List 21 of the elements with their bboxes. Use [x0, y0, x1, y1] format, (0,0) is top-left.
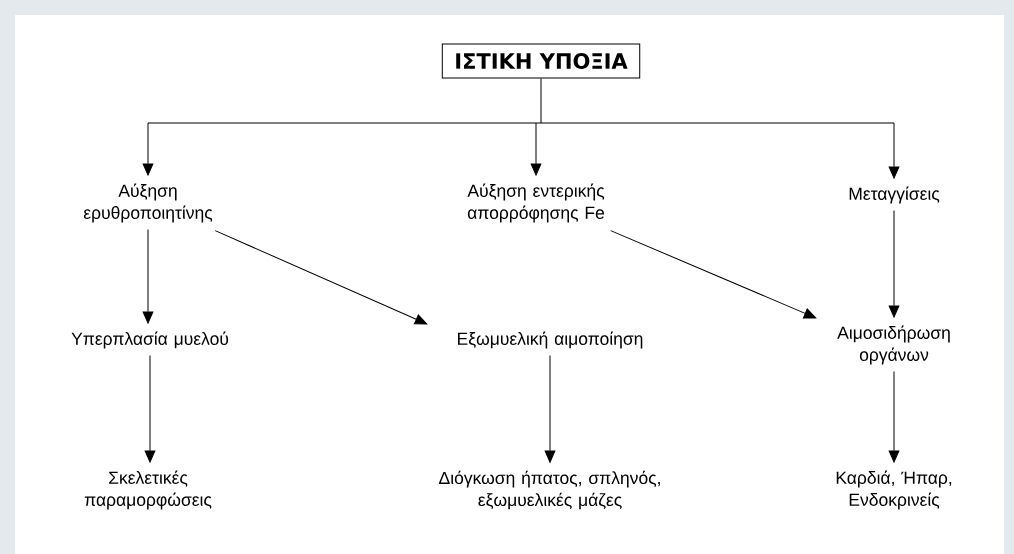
arrow: [214, 230, 428, 325]
title-box: ΙΣΤΙΚΗ ΥΠΟΞΙΑ: [441, 43, 641, 79]
text-label: Εξωμυελική αιμοποίηση: [458, 331, 643, 349]
arrow: [530, 122, 542, 176]
arrow: [610, 230, 817, 319]
text-label: Αιμοσιδήρωση οργάνων: [837, 325, 950, 365]
text-label: Σκελετικές παραμορφώσεις: [84, 470, 212, 510]
arrow: [144, 355, 156, 463]
arrow: [544, 355, 556, 463]
arrow: [888, 371, 900, 463]
arrow: [142, 229, 154, 324]
text-label: Αύξηση ερυθροποιητίνης: [83, 183, 213, 223]
arrow: [142, 122, 154, 176]
text-label: Διόγκωση ήπατος, σπληνός, εξωμυελικές μάζες: [439, 470, 660, 510]
text-label: Μεταγγίσεις: [849, 186, 940, 204]
arrow: [888, 122, 900, 179]
connector-line: [147, 77, 895, 124]
text-label: Καρδιά, Ήπαρ, Ενδοκρινείς: [836, 470, 952, 510]
text-label: Αύξηση εντερικής απορρόφησης Fe: [467, 183, 605, 223]
arrow: [888, 210, 900, 318]
text-label: Υπερπλασία μυελού: [71, 331, 229, 349]
